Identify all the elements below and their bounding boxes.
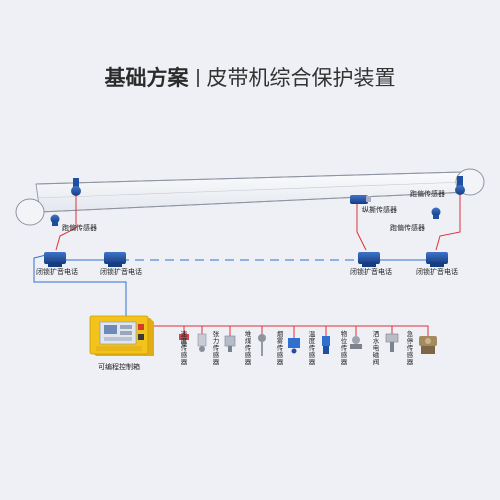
title-bold: 基础方案 (104, 66, 189, 90)
signal-wires (55, 194, 461, 338)
title-rest: 皮带机综合保护装置 (206, 66, 396, 90)
label-deviation-sensor-top-right: 跑偏传感器 (410, 189, 445, 198)
label-speaker-phone-2: 闭锁扩音电话 (100, 267, 142, 276)
sensor-label-level: 物位传感器 (341, 329, 348, 366)
label-tear-sensor: 纵撕传感器 (362, 205, 397, 214)
sensor-label-stop: 急停传感器 (407, 329, 414, 366)
sensor-label-smoke: 烟雾传感器 (277, 329, 284, 366)
plc-control-box (89, 315, 154, 356)
sensor-label-pile: 堆煤传感器 (245, 329, 252, 366)
label-deviation-sensor-bottom-right: 跑偏传感器 (390, 223, 425, 232)
speaker-phone-2 (104, 252, 126, 267)
conveyor-belt (15, 168, 485, 226)
label-plc-box: 可编程控制箱 (98, 362, 140, 371)
sensor-labels: 速度传感器 张力传感器 堆煤传感器 烟雾传感器 温度传感器 物位传感器 洒水电磁阀 急停传感器 (181, 329, 414, 366)
label-speaker-phone-4: 闭锁扩音电话 (416, 267, 458, 276)
sensor-label-spray: 洒水电磁阀 (373, 330, 380, 366)
title-separator (196, 69, 199, 87)
phone-bus (33, 253, 428, 318)
sensor-label-tension: 张力传感器 (213, 329, 220, 366)
label-speaker-phone-3: 闭锁扩音电话 (350, 267, 392, 276)
speed-sensor-icon (179, 334, 189, 346)
temperature-sensor-icon (288, 338, 300, 354)
speaker-phone-4 (426, 252, 448, 267)
smoke-sensor-icon (258, 334, 266, 356)
motor-icon (419, 336, 437, 354)
deviation-sensor-top-right (455, 176, 465, 195)
label-speaker-phone-1: 闭锁扩音电话 (36, 267, 78, 276)
label-deviation-sensor-bottom-left: 跑偏传感器 (62, 223, 97, 232)
emergency-stop-icon (385, 333, 399, 352)
speaker-phone-3 (358, 252, 380, 267)
tension-sensor-icon (197, 333, 207, 352)
deviation-sensor-bottom-right (431, 207, 441, 219)
pile-sensor-icon (224, 335, 236, 352)
page-title: 基础方案皮带机综合保护装置 (0, 62, 500, 92)
deviation-sensor-top-left (71, 178, 81, 196)
sensor-label-speed: 速度传感器 (181, 330, 188, 366)
level-sensor-icon (322, 336, 330, 354)
left-pulley (15, 198, 45, 226)
sensor-label-temp: 温度传感器 (309, 329, 316, 366)
speaker-phone-1 (44, 252, 66, 267)
tear-sensor (350, 195, 371, 204)
spray-valve-icon (350, 336, 362, 349)
deviation-sensor-bottom-left (50, 214, 60, 226)
